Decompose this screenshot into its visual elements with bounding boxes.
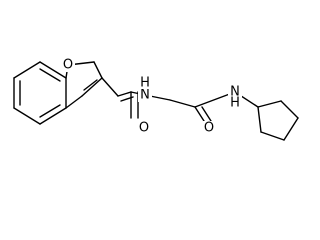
molecule-structure-drawing: O N H O N H O bbox=[13, 58, 299, 141]
bond-line-6 bbox=[13, 107, 41, 125]
carbonyl-2-oxygen-bg bbox=[202, 121, 216, 135]
bond-line-23 bbox=[169, 99, 196, 108]
bond-line-12 bbox=[93, 61, 103, 79]
bond-line-29 bbox=[260, 131, 285, 141]
amide-2-nitrogen-bg bbox=[228, 84, 242, 98]
molecule-canvas: O N H O N H O bbox=[13, 58, 299, 141]
bond-line-15 bbox=[83, 79, 98, 91]
ring-oxygen-label: O bbox=[63, 58, 73, 73]
bond-line-32 bbox=[257, 100, 282, 108]
bond-line-26 bbox=[201, 106, 212, 122]
amide-2-hydrogen-label: H bbox=[230, 96, 240, 111]
bond-line-16 bbox=[101, 77, 119, 97]
carbonyl-1-oxygen-label: O bbox=[139, 121, 149, 136]
amide-1-nitrogen-label: N bbox=[140, 88, 150, 103]
atom-label-layer: O N H O N H O bbox=[61, 58, 242, 136]
bond-line-25 bbox=[194, 106, 205, 122]
bond-line-28 bbox=[257, 106, 262, 133]
bond-line-17 bbox=[117, 91, 132, 97]
bond-line-8 bbox=[39, 68, 61, 82]
bond-line-5 bbox=[39, 107, 67, 125]
ring-oxygen-bg bbox=[61, 58, 75, 72]
bond-line-30 bbox=[283, 117, 299, 141]
amide-1-hydrogen-label: H bbox=[140, 76, 150, 91]
bond-line-3 bbox=[39, 61, 67, 79]
amide-1-nitrogen-bg bbox=[138, 89, 152, 102]
bond-line-2 bbox=[13, 61, 41, 79]
carbonyl-1-oxygen-bg bbox=[137, 121, 151, 135]
amide-1-hydrogen-bg bbox=[138, 78, 152, 89]
bond-line-13 bbox=[81, 77, 103, 97]
bond-line-31 bbox=[280, 100, 299, 119]
amide-2-nitrogen-label: N bbox=[230, 85, 240, 100]
carbonyl-2-oxygen-label: O bbox=[204, 121, 214, 136]
bond-line-9 bbox=[39, 104, 61, 118]
bond-layer bbox=[13, 61, 299, 141]
amide-2-hydrogen-bg bbox=[228, 96, 242, 108]
bond-line-14 bbox=[65, 95, 83, 109]
